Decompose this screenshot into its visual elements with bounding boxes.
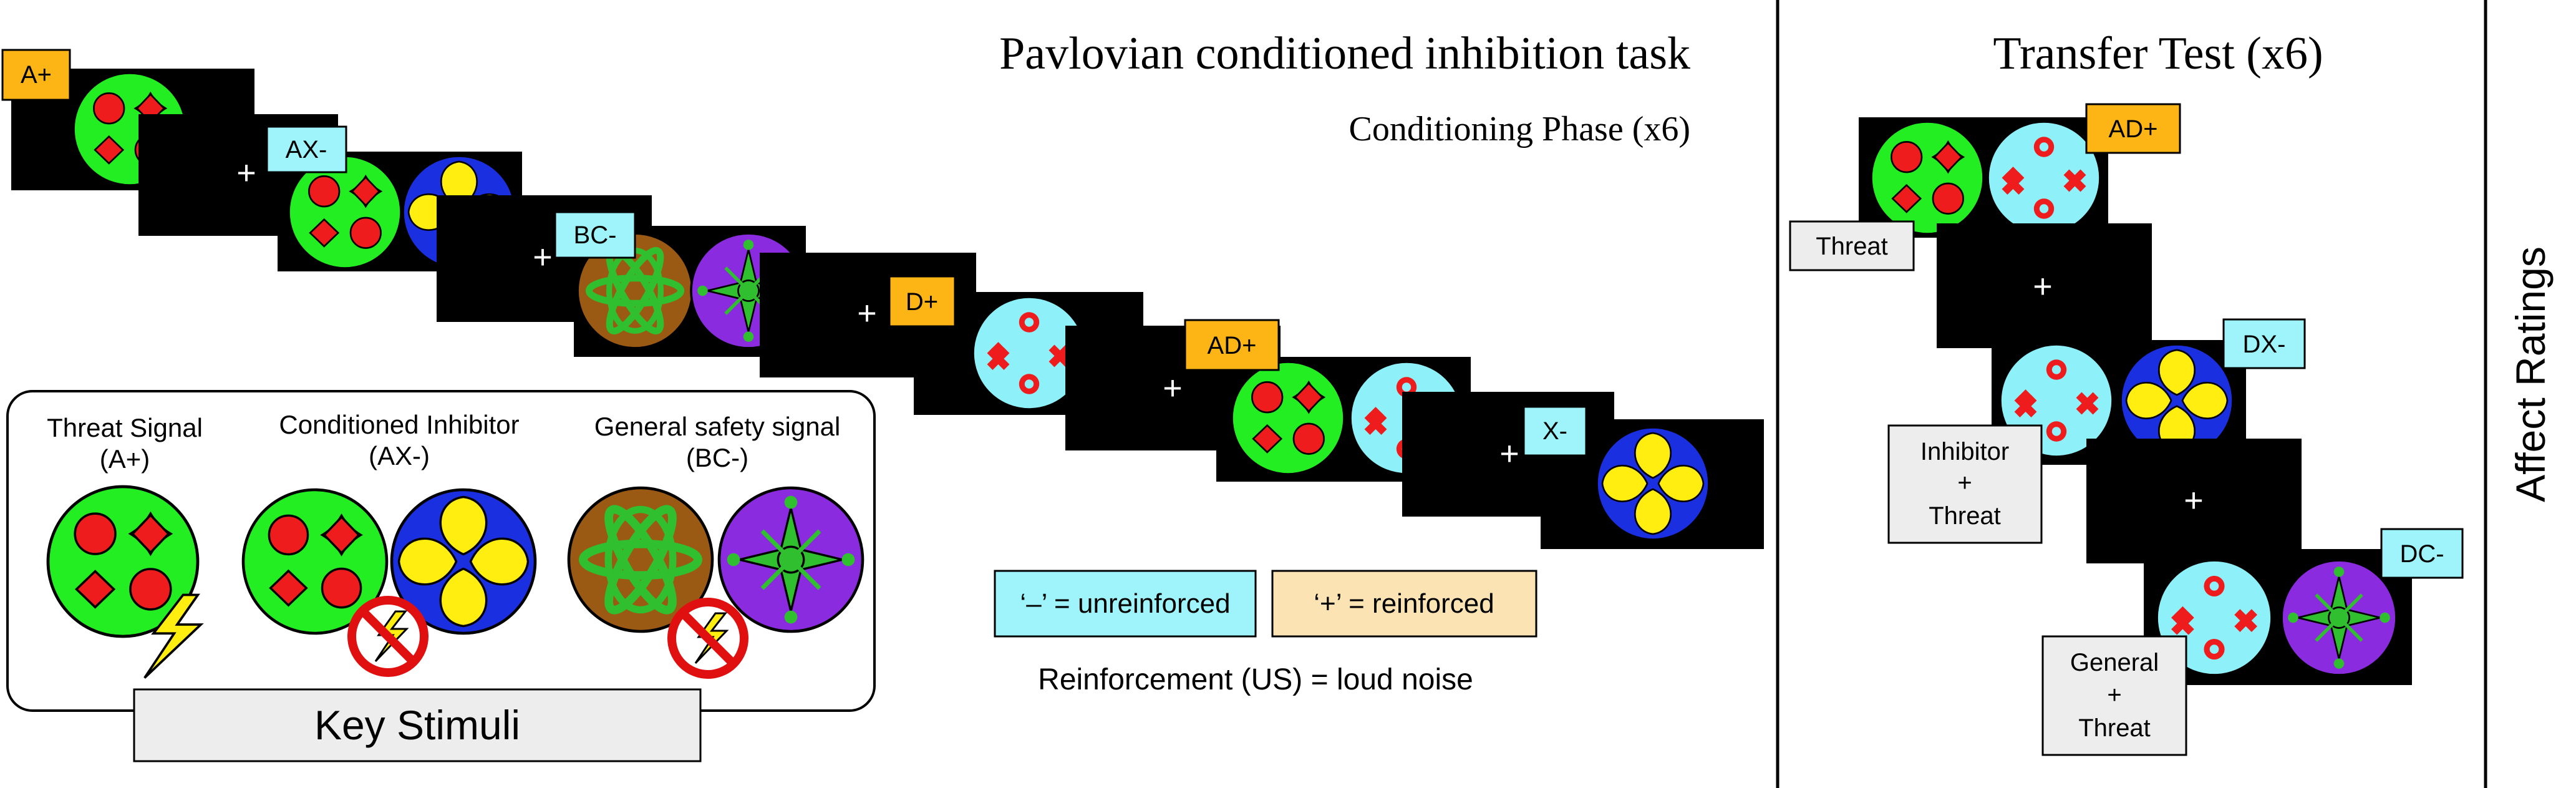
fixation-cross: + — [2184, 482, 2204, 519]
conditioning-subtitle: Conditioning Phase (x6) — [1349, 110, 1690, 148]
trial-label-x-minus-box — [1523, 406, 1587, 457]
stimulus-d-icon — [1988, 122, 2100, 234]
trial-label-ax-minus: AX- — [286, 136, 327, 163]
general-rating-box — [2041, 635, 2187, 756]
threat-signal-name: Threat Signal — [47, 413, 203, 442]
fixation-cross: + — [857, 294, 877, 332]
trial-label-a-plus: A+ — [21, 61, 52, 89]
safety-signal-code: (BC-) — [686, 443, 748, 472]
stimulus-a-icon — [1870, 120, 1985, 235]
general-rating-line3: Threat — [2078, 714, 2151, 742]
us-note: Reinforcement (US) = loud noise — [1038, 663, 1473, 696]
inhibitor-rating-line3: Threat — [1929, 502, 2001, 530]
fixation-screen — [2086, 439, 2302, 563]
threat-rating-box — [1789, 220, 1915, 271]
threat-rating-label: Threat — [1816, 233, 1888, 260]
transfer-label-ad-plus: AD+ — [2109, 115, 2158, 143]
safety-c-icon — [719, 488, 863, 631]
stimulus-x-icon — [1595, 426, 1710, 541]
stimulus-c-icon — [2282, 560, 2396, 675]
general-rating-line2: + — [2107, 681, 2121, 709]
fixation-cross: + — [1499, 435, 1519, 472]
inhibitor-rating-box — [1887, 424, 2043, 544]
unreinforced-legend-box — [994, 570, 1257, 638]
safety-signal-name: General safety signal — [594, 412, 841, 441]
trial-label-ad-plus-box — [1184, 319, 1280, 371]
unreinforced-legend-text: ‘–’ = unreinforced — [1020, 588, 1230, 619]
trial-label-d-plus: D+ — [906, 288, 938, 316]
conditioning-phase: A+ + AX- + BC- + D+ + AD+ — [1, 49, 1764, 549]
inhibitor-rating-line1: Inhibitor — [1920, 438, 2009, 465]
fixation-screen — [1937, 223, 2152, 348]
transfer-title: Transfer Test (x6) — [1993, 28, 2323, 79]
stimulus-a-icon — [1231, 361, 1345, 475]
transfer-label-ad-plus-box — [2085, 103, 2181, 154]
inhibitor-rating-line2: + — [1957, 469, 1972, 497]
reinforcement-legend: ‘–’ = unreinforced ‘+’ = reinforced Rein… — [994, 570, 1537, 696]
fixation-cross: + — [2033, 268, 2053, 305]
transfer-label-dc-minus: DC- — [2399, 540, 2444, 568]
reinforced-legend-text: ‘+’ = reinforced — [1314, 588, 1494, 619]
inhibitor-name: Conditioned Inhibitor — [279, 410, 519, 439]
no-symbol-icon — [352, 600, 424, 673]
conditioning-title: Pavlovian conditioned inhibition task — [999, 28, 1690, 79]
trial-label-bc-minus-box — [554, 211, 636, 259]
trial-label-bc-minus: BC- — [574, 221, 617, 249]
reinforced-legend-box — [1271, 570, 1537, 638]
affect-ratings-label: Affect Ratings — [2507, 246, 2554, 502]
trial-label-a-plus-box — [1, 49, 71, 101]
trial-label-d-plus-box — [888, 275, 956, 328]
key-stimuli-panel: Threat Signal (A+) Conditioned Inhibitor… — [6, 390, 876, 762]
key-stimuli-title-box — [133, 688, 702, 762]
trial-label-ad-plus: AD+ — [1208, 332, 1257, 359]
inhibitor-code: (AX-) — [369, 441, 430, 470]
no-symbol-icon — [672, 602, 744, 674]
transfer-test: Transfer Test (x6) AD+ Threat + DX- Inhi… — [1789, 28, 2464, 756]
general-rating-line1: General — [2070, 649, 2159, 676]
fixation-cross: + — [236, 154, 256, 192]
fixation-cross: + — [1163, 369, 1183, 407]
transfer-label-dc-minus-box — [2380, 528, 2464, 579]
key-stimuli-title: Key Stimuli — [314, 702, 520, 748]
trial-label-ax-minus-box — [266, 125, 347, 173]
threat-signal-code: (A+) — [100, 444, 150, 474]
transfer-label-dx-minus: DX- — [2243, 331, 2286, 358]
trial-label-x-minus: X- — [1542, 417, 1567, 445]
transfer-label-dx-minus-box — [2222, 318, 2306, 369]
fixation-cross: + — [533, 238, 553, 276]
